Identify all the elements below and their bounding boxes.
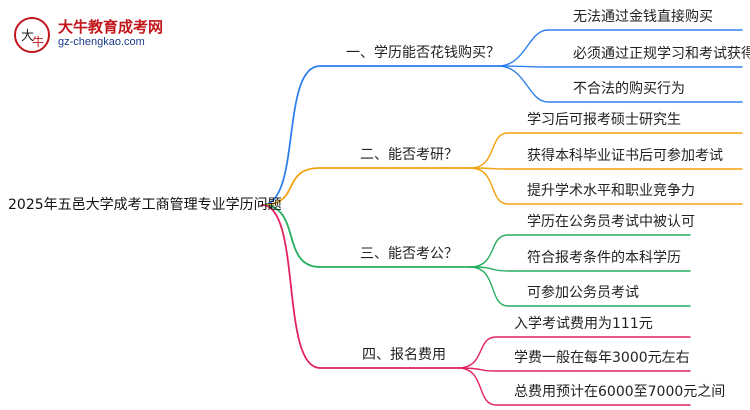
logo-url: gz-chengkao.com — [58, 36, 145, 48]
leaf-label: 学习后可报考硕士研究生 — [527, 112, 681, 128]
leaf-label: 学费一般在每年3000元左右 — [514, 350, 690, 366]
branch-label: 一、学历能否花钱购买？ — [346, 45, 500, 61]
leaf-connector — [457, 336, 691, 369]
branch-connector — [261, 167, 471, 206]
leaf-connector — [497, 29, 743, 67]
svg-text:牛: 牛 — [32, 34, 44, 49]
leaf-label: 入学考试费用为111元 — [514, 316, 653, 332]
leaf-label: 无法通过金钱直接购买 — [573, 9, 713, 25]
leaf-label: 提升学术水平和职业竞争力 — [527, 183, 695, 199]
leaf-label: 可参加公务员考试 — [527, 285, 639, 301]
branch-connector — [261, 204, 459, 369]
niu-logo-icon: 大 牛 — [14, 17, 50, 53]
branch-label: 四、报名费用 — [362, 347, 446, 363]
branch-connector — [261, 204, 471, 268]
branch-connector — [261, 65, 499, 206]
leaf-connector — [469, 266, 691, 307]
leaf-connector — [457, 367, 691, 372]
leaf-connector — [469, 132, 743, 169]
leaf-connector — [469, 266, 691, 272]
logo-title: 大牛教育成考网 — [58, 18, 164, 36]
leaf-label: 不合法的购买行为 — [573, 81, 685, 97]
leaf-connector — [469, 167, 743, 170]
leaf-connector — [469, 167, 743, 205]
leaf-label: 必须通过正规学习和考试获得 — [573, 46, 750, 62]
leaf-connector — [469, 234, 691, 268]
leaf-label: 总费用预计在6000至7000元之间 — [514, 384, 726, 400]
brand-logo: 大 牛 大牛教育成考网 gz-chengkao.com — [8, 12, 198, 56]
root-topic: 2025年五邑大学成考工商管理专业学历问题 — [8, 197, 282, 213]
leaf-label: 获得本科毕业证书后可参加考试 — [527, 148, 723, 164]
leaf-connector — [497, 65, 743, 103]
leaf-connector — [497, 65, 743, 68]
svg-text:大: 大 — [21, 29, 34, 44]
leaf-label: 学历在公务员考试中被认可 — [527, 214, 695, 230]
leaf-connector — [457, 367, 691, 406]
branch-label: 二、能否考研？ — [360, 147, 458, 163]
branch-label: 三、能否考公？ — [360, 246, 458, 262]
leaf-label: 符合报考条件的本科学历 — [527, 250, 681, 266]
